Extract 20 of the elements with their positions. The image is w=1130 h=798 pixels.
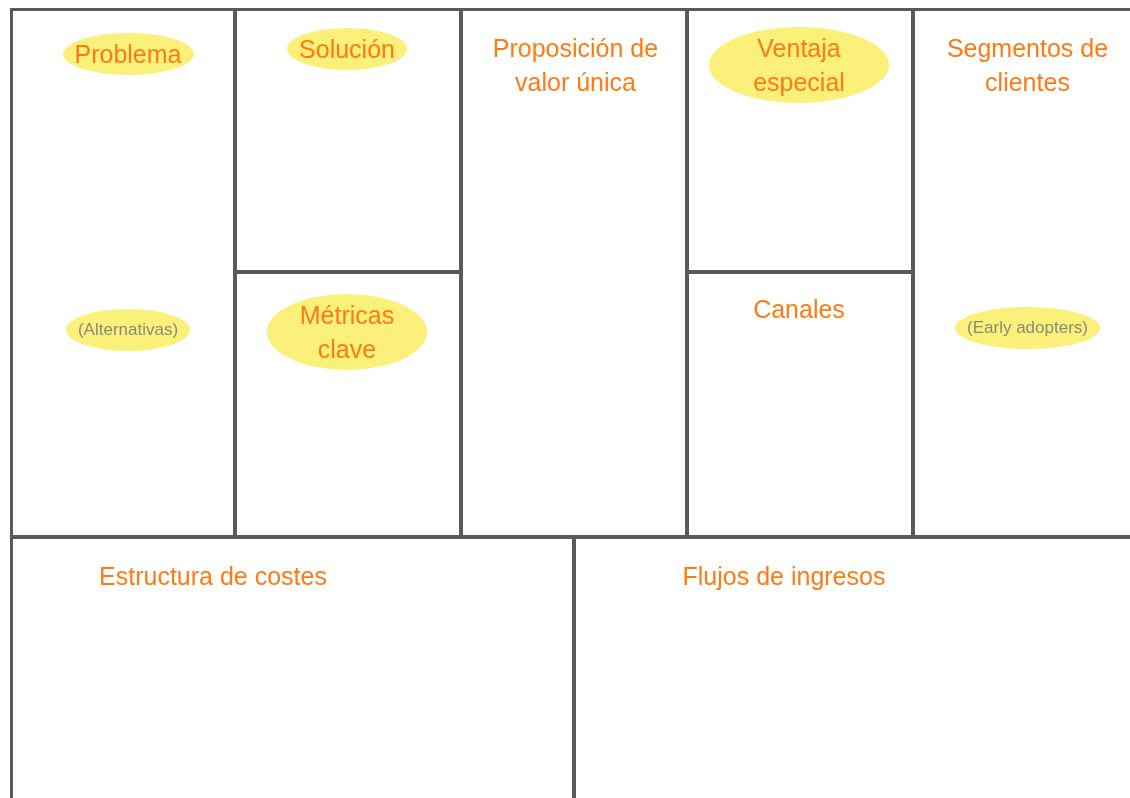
highlighted-heading: Métricas clave <box>267 294 427 370</box>
canvas-section <box>686 271 914 538</box>
highlighted-note: (Early adopters) <box>955 307 1100 349</box>
canvas-section <box>234 271 462 538</box>
highlighted-heading: Problema <box>62 33 194 75</box>
section-heading: Estructura de costes <box>99 561 327 592</box>
canvas-section <box>573 536 1130 798</box>
section-heading: Segmentos de clientes <box>945 33 1110 98</box>
canvas-section <box>686 8 914 273</box>
canvas-section <box>10 8 236 538</box>
highlighted-heading: Solución <box>287 28 407 70</box>
canvas-section <box>234 8 462 273</box>
section-heading: Proposición de valor única <box>491 33 660 98</box>
canvas-section <box>912 8 1130 538</box>
canvas-section <box>460 8 688 538</box>
highlighted-note: (Alternativas) <box>65 309 191 351</box>
canvas-section <box>10 536 575 798</box>
highlighted-heading: Ventaja especial <box>709 27 889 103</box>
section-heading: Flujos de ingresos <box>682 561 886 592</box>
section-heading: Canales <box>753 294 845 325</box>
